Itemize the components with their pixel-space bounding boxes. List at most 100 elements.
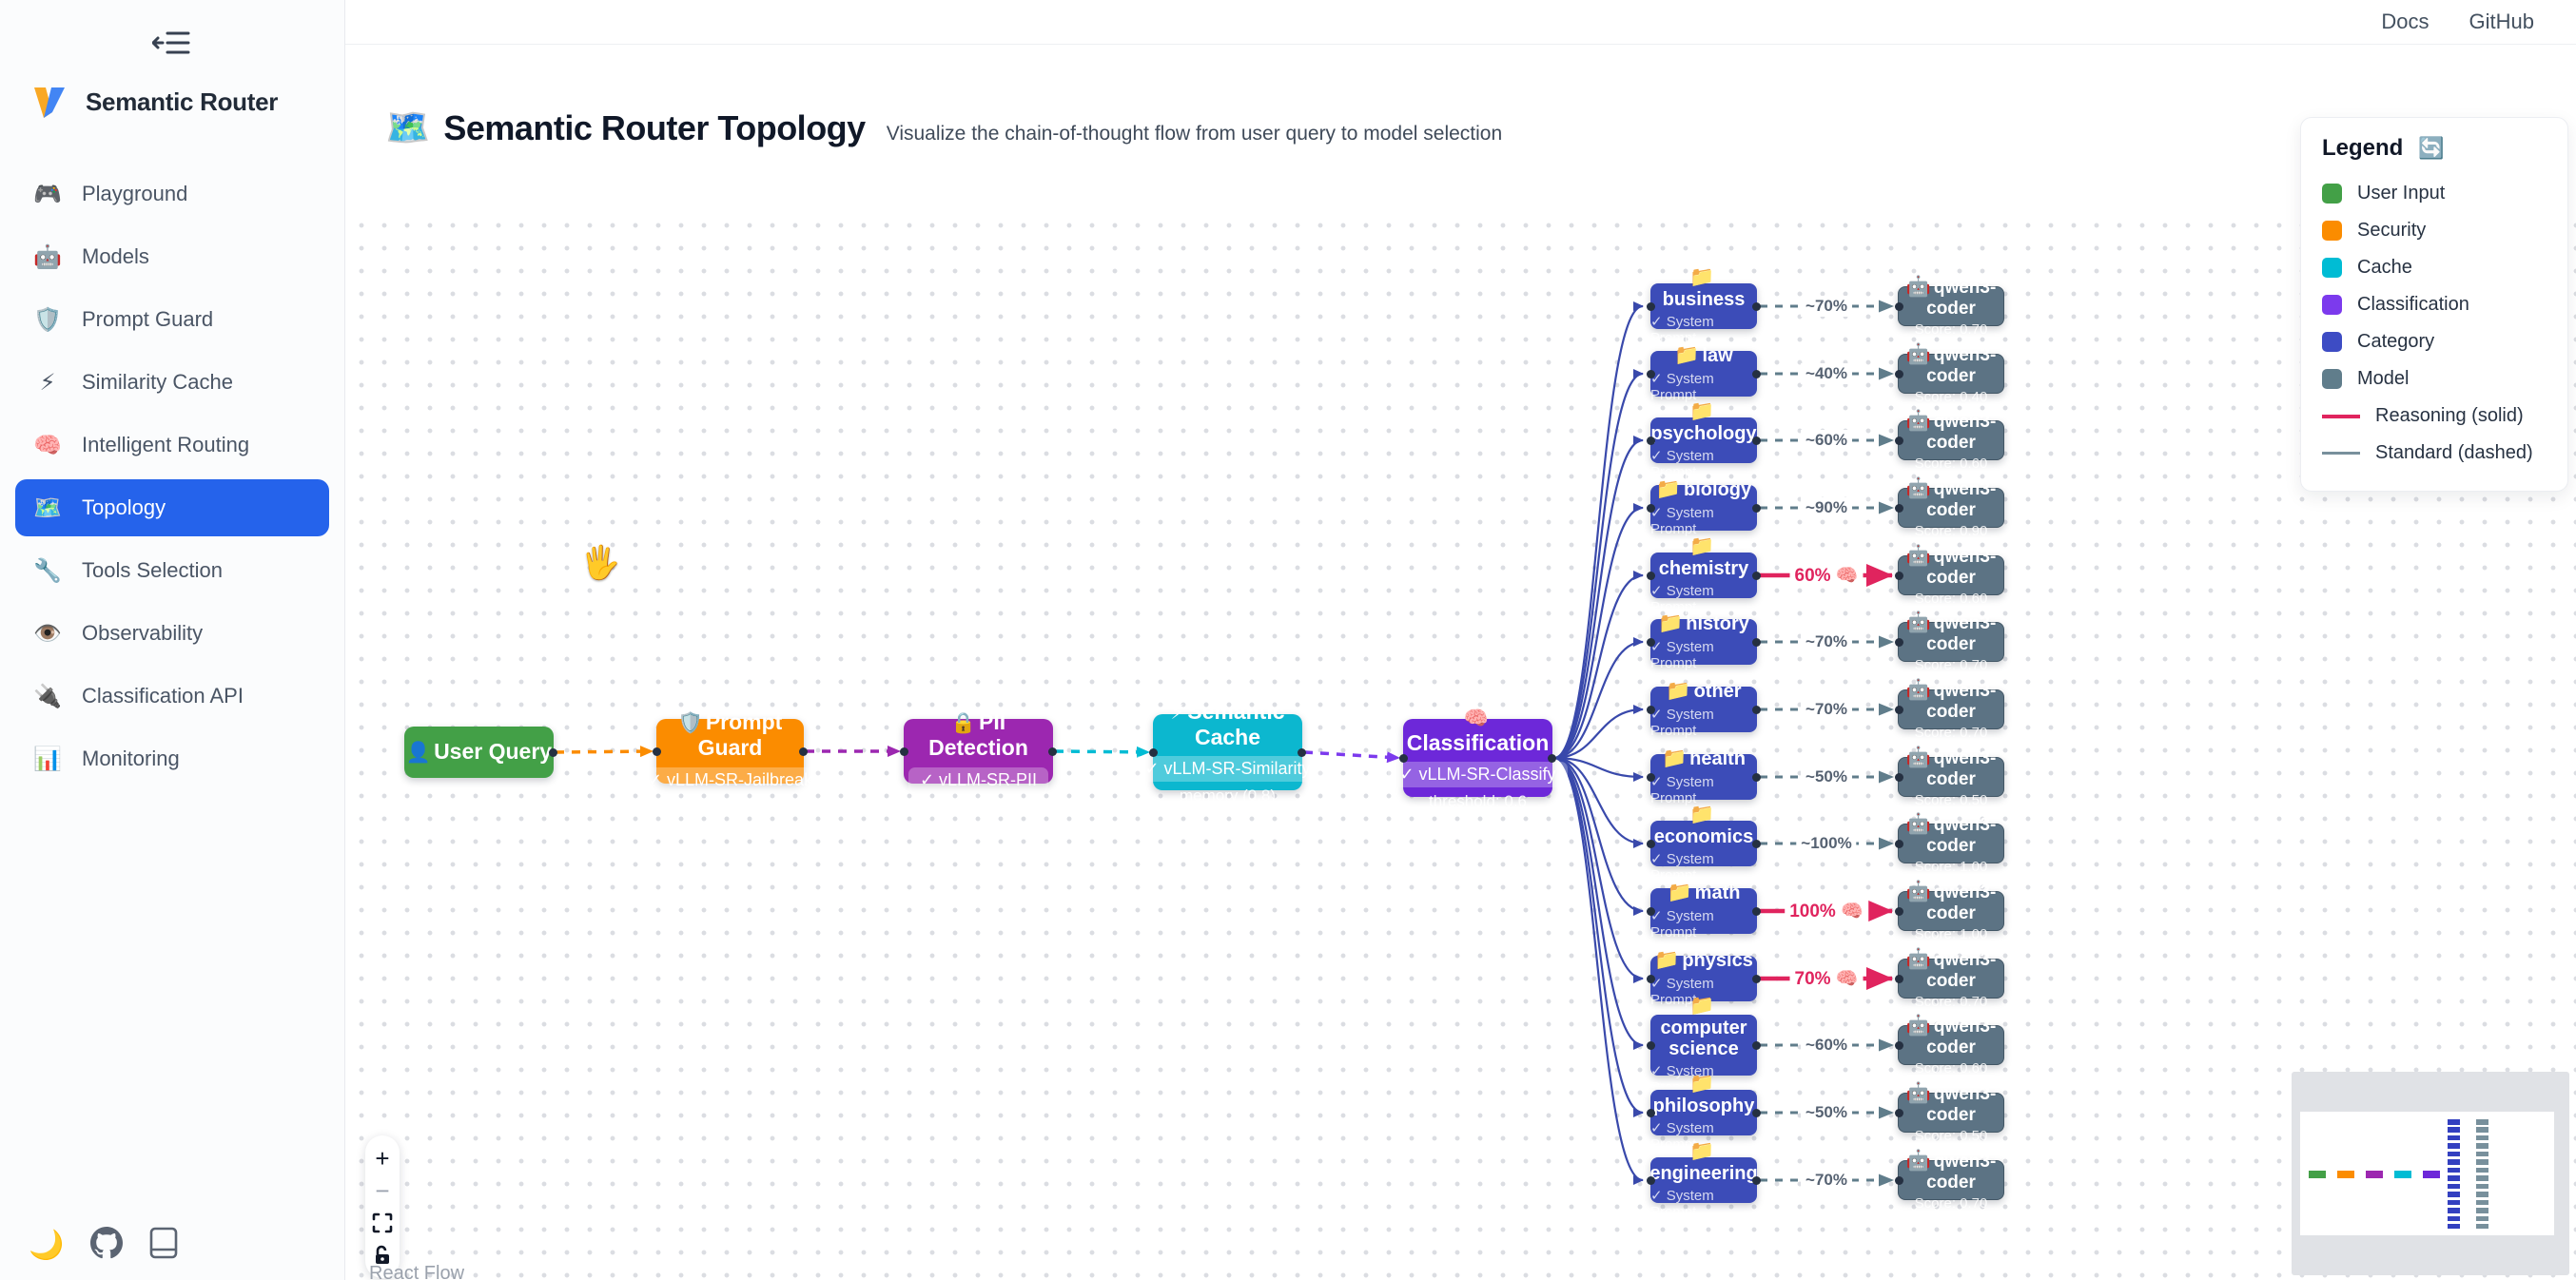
port-left[interactable] (1647, 369, 1655, 378)
port-right[interactable] (1752, 571, 1761, 580)
port-left[interactable] (900, 747, 908, 756)
port-left[interactable] (1647, 503, 1655, 513)
port-right[interactable] (1752, 906, 1761, 916)
port-left[interactable] (1647, 1040, 1655, 1050)
zoom-out-button[interactable]: − (366, 1175, 399, 1206)
port-left[interactable] (1895, 1040, 1903, 1050)
port-left[interactable] (1895, 906, 1903, 916)
category-node-philosophy[interactable]: 📁philosophy✓ System Prompt (1647, 1073, 1761, 1153)
port-left[interactable] (653, 747, 661, 756)
port-right[interactable] (1752, 637, 1761, 647)
port-left[interactable] (1895, 637, 1903, 647)
port-right[interactable] (1752, 301, 1761, 311)
port-right[interactable] (1752, 1040, 1761, 1050)
port-left[interactable] (1647, 571, 1655, 580)
port-right[interactable] (799, 747, 808, 756)
github-icon[interactable] (90, 1227, 124, 1265)
port-left[interactable] (1647, 1175, 1655, 1185)
category-node-law[interactable]: 📁law✓ System Prompt (1647, 344, 1761, 403)
port-left[interactable] (1895, 772, 1903, 782)
sidebar-item-intelligent-routing[interactable]: 🧠Intelligent Routing (15, 417, 329, 474)
sidebar-item-similarity-cache[interactable]: ⚡Similarity Cache (15, 354, 329, 411)
sidebar-item-prompt-guard[interactable]: 🛡️Prompt Guard (15, 291, 329, 348)
port-right[interactable] (1752, 705, 1761, 714)
github-link[interactable]: GitHub (2469, 10, 2534, 33)
sidebar-collapse-icon[interactable] (143, 23, 202, 65)
port-left[interactable] (1647, 436, 1655, 445)
port-left[interactable] (1647, 637, 1655, 647)
port-right[interactable] (1752, 1108, 1761, 1117)
flow-canvas[interactable]: 🗺️ Semantic Router Topology Visualize th… (344, 45, 2576, 1280)
port-right[interactable] (1752, 974, 1761, 983)
port-left[interactable] (1895, 1175, 1903, 1185)
category-node-business[interactable]: 📁business✓ System Prompt (1647, 266, 1761, 346)
node-pii-detection[interactable]: 🔒PII Detection✓ vLLM-SR-PII (900, 709, 1057, 793)
category-node-psychology[interactable]: 📁psychology✓ System Prompt (1647, 400, 1761, 480)
node-user-query[interactable]: 👤User Query (404, 727, 557, 778)
port-left[interactable] (1647, 839, 1655, 848)
theme-toggle-moon-icon[interactable]: 🌙 (29, 1230, 65, 1261)
port-right[interactable] (1752, 503, 1761, 513)
lock-button[interactable] (366, 1240, 399, 1270)
book-icon[interactable] (149, 1227, 178, 1265)
port-left[interactable] (1647, 301, 1655, 311)
port-left[interactable] (1647, 974, 1655, 983)
sidebar-item-classification-api[interactable]: 🔌Classification API (15, 668, 329, 725)
sidebar-item-tools-selection[interactable]: 🔧Tools Selection (15, 542, 329, 599)
category-node-computer-science[interactable]: 📁computer science✓ System Prompt (1647, 995, 1761, 1096)
port-right[interactable] (1752, 772, 1761, 782)
sidebar-item-observability[interactable]: 👁️Observability (15, 605, 329, 662)
port-right[interactable] (1752, 1175, 1761, 1185)
port-right[interactable] (1048, 747, 1057, 756)
category-node-physics[interactable]: 📁physics✓ System Prompt (1647, 949, 1761, 1008)
port-right[interactable] (1752, 839, 1761, 848)
port-left[interactable] (1647, 906, 1655, 916)
port-left[interactable] (1399, 753, 1408, 763)
port-left[interactable] (1895, 1108, 1903, 1117)
node-prompt-guard[interactable]: 🛡️Prompt Guard✓ vLLM-SR-Jailbreak (635, 709, 825, 793)
port-left[interactable] (1895, 705, 1903, 714)
sidebar-item-topology[interactable]: 🗺️Topology (15, 479, 329, 536)
port-left[interactable] (1895, 503, 1903, 513)
port-right[interactable] (1298, 747, 1306, 757)
sidebar-item-monitoring[interactable]: 📊Monitoring (15, 730, 329, 787)
port-right[interactable] (1752, 369, 1761, 378)
port-right[interactable] (1548, 753, 1556, 763)
category-node-health[interactable]: 📁health✓ System Prompt (1647, 747, 1761, 806)
category-node-other[interactable]: 📁other✓ System Prompt (1647, 680, 1761, 739)
react-flow-attribution[interactable]: React Flow (369, 1263, 465, 1280)
sidebar-item-playground[interactable]: 🎮Playground (15, 165, 329, 223)
port-left[interactable] (1895, 571, 1903, 580)
category-node-chemistry[interactable]: 📁chemistry✓ System Prompt (1647, 535, 1761, 615)
port-left[interactable] (1895, 974, 1903, 983)
docs-link[interactable]: Docs (2381, 10, 2430, 33)
port-right[interactable] (1752, 436, 1761, 445)
minimap[interactable] (2292, 1072, 2569, 1275)
port-left[interactable] (1895, 839, 1903, 848)
port-left[interactable] (1647, 772, 1655, 782)
category-node-engineering[interactable]: 📁engineering✓ System Prompt (1647, 1140, 1761, 1220)
port-left[interactable] (1895, 369, 1903, 378)
port-left[interactable] (1895, 436, 1903, 445)
fit-view-button[interactable] (366, 1208, 399, 1238)
zoom-in-button[interactable]: + (366, 1143, 399, 1173)
refresh-icon[interactable]: 🔄 (2418, 136, 2445, 160)
port-left[interactable] (1895, 301, 1903, 311)
port-left[interactable] (1647, 705, 1655, 714)
port-right[interactable] (549, 747, 557, 757)
category-node-math[interactable]: 📁math✓ System Prompt (1647, 882, 1761, 941)
